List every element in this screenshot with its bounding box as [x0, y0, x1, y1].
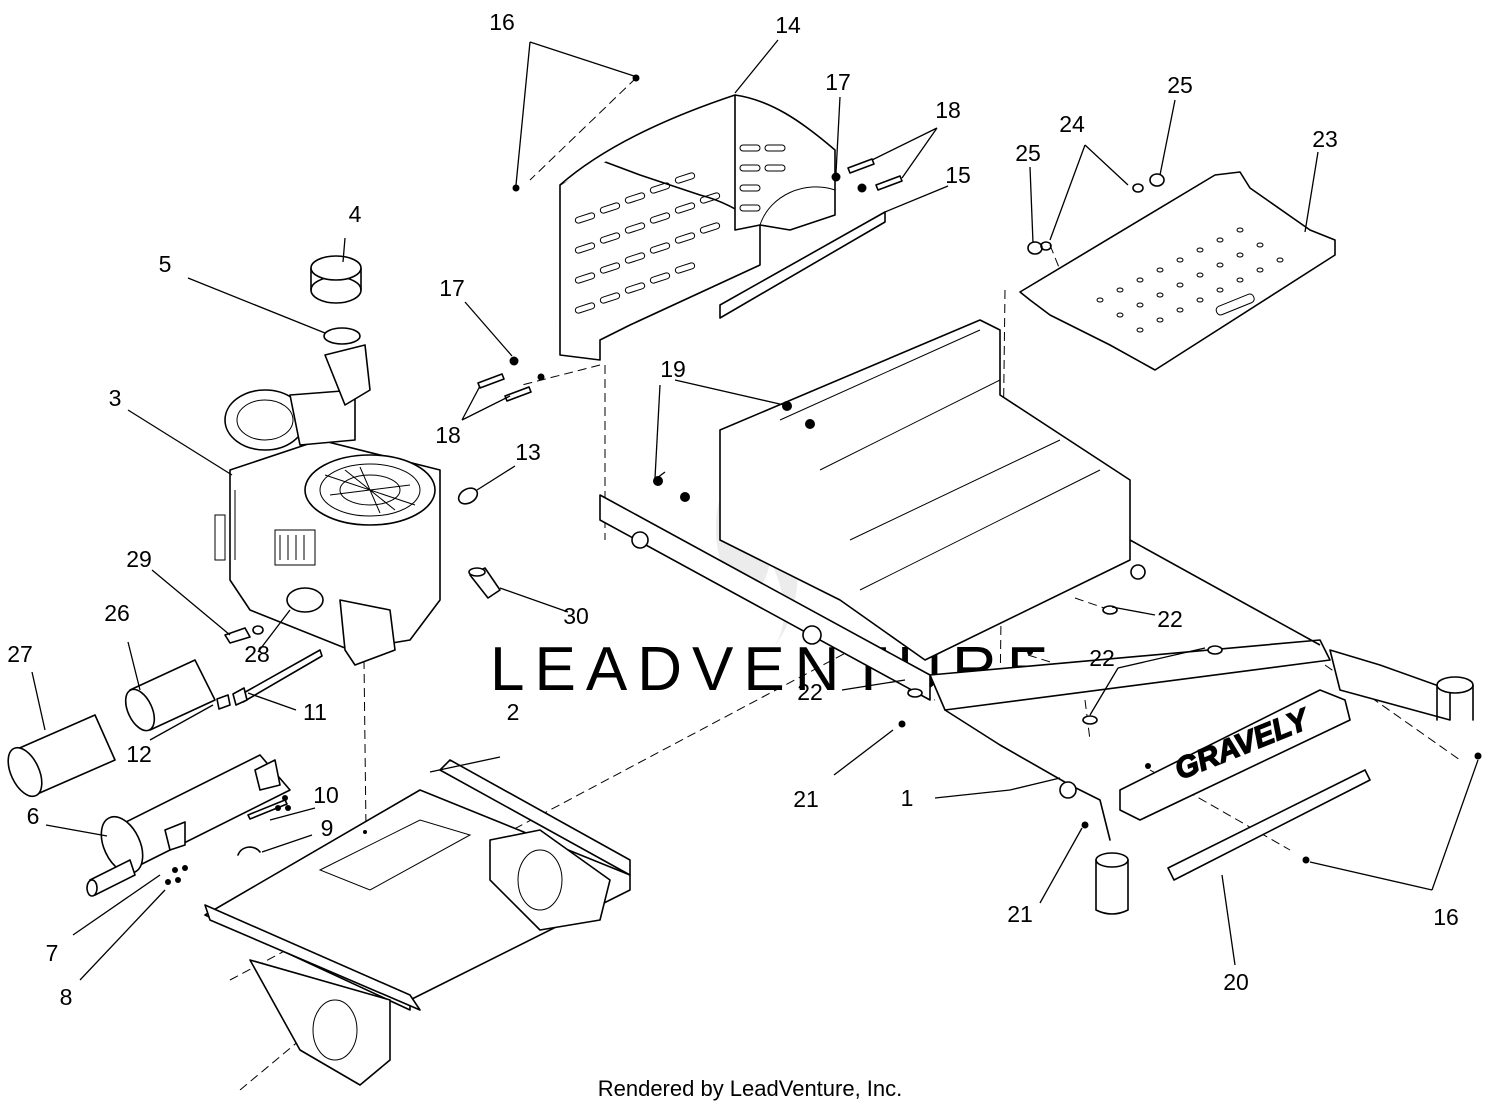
callout-23: 23 [1312, 126, 1338, 152]
engine [214, 344, 441, 666]
callout-26: 26 [104, 600, 130, 626]
callout-7: 7 [46, 940, 59, 966]
callout-13: 13 [515, 439, 541, 465]
callout-21-right: 21 [1007, 901, 1033, 927]
rear-shield [559, 94, 836, 361]
callout-29: 29 [126, 546, 152, 572]
footer-credit: Rendered by LeadVenture, Inc. [597, 1076, 903, 1101]
callout-16-front: 16 [1433, 904, 1459, 930]
callout-30: 30 [563, 603, 589, 629]
callout-10: 10 [313, 782, 339, 808]
callout-1: 1 [901, 785, 914, 811]
callout-11: 11 [303, 699, 327, 725]
callout-4: 4 [349, 201, 362, 227]
muffler [86, 754, 291, 897]
exhaust-nut [216, 694, 231, 710]
callout-20: 20 [1223, 969, 1249, 995]
callout-17-right: 17 [825, 69, 851, 95]
heat-shield-outer [7, 714, 116, 798]
callout-3: 3 [109, 385, 122, 411]
exhaust-pipe [232, 649, 323, 706]
fuel-filter [468, 567, 501, 599]
callout-22-top: 22 [1157, 606, 1183, 632]
callout-25-left: 25 [1015, 140, 1041, 166]
callout-28: 28 [244, 641, 270, 667]
callout-25-right: 25 [1167, 72, 1193, 98]
callout-18-left: 18 [435, 422, 461, 448]
shield-strip [719, 211, 886, 319]
front-trim-strip [1167, 769, 1371, 881]
air-filter-cap [310, 255, 362, 304]
heat-shield-inner [124, 659, 216, 732]
callout-27: 27 [7, 641, 33, 667]
callout-17-left: 17 [439, 275, 465, 301]
callout-8: 8 [60, 984, 73, 1010]
callout-22-mid: 22 [1089, 645, 1115, 671]
muffler-bolt [237, 799, 288, 856]
callout-9: 9 [321, 815, 334, 841]
callout-15: 15 [945, 162, 971, 188]
callout-18-right: 18 [935, 97, 961, 123]
leader-lines [31, 39, 1479, 981]
air-filter-o-ring [323, 327, 361, 345]
main-frame: GRAVELY [599, 319, 1474, 915]
callout-22-left: 22 [797, 679, 823, 705]
callout-6: 6 [27, 803, 40, 829]
fitting [224, 625, 264, 644]
callout-21-left: 21 [793, 786, 819, 812]
callout-12: 12 [126, 741, 152, 767]
fasteners [165, 74, 1482, 885]
callout-2: 2 [507, 699, 520, 725]
callout-numbers: 1 2 3 4 5 6 7 8 9 10 11 12 13 14 15 16 1… [7, 9, 1459, 1010]
callout-24: 24 [1059, 111, 1085, 137]
floor-pan [1019, 171, 1336, 371]
callout-19: 19 [660, 356, 686, 382]
callout-16-top: 16 [489, 9, 515, 35]
callout-5: 5 [159, 251, 172, 277]
clamp [457, 487, 479, 505]
callout-14: 14 [775, 12, 801, 38]
engine-mount [204, 759, 631, 1086]
